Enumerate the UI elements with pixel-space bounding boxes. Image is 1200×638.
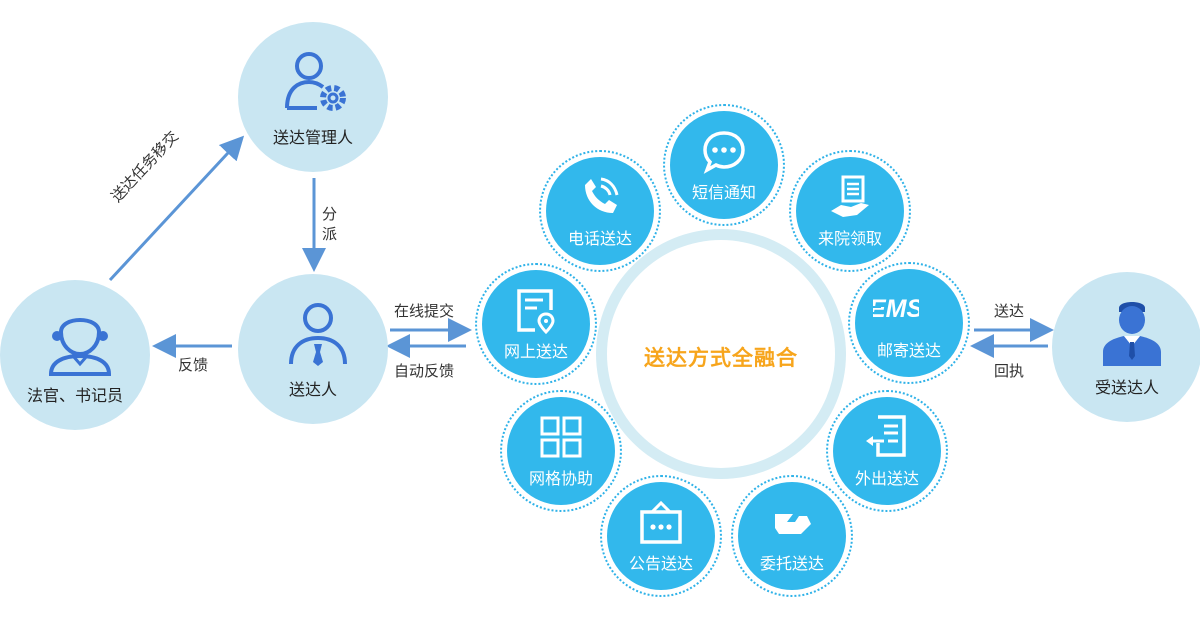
- grid-icon: [540, 416, 582, 458]
- user-gear-icon: [285, 52, 346, 111]
- method-field-label: 外出送达: [854, 469, 919, 488]
- edge-label-receipt: 回执: [994, 362, 1025, 380]
- role-recipient: 受送达人: [1052, 272, 1200, 422]
- role-manager: 送达管理人: [238, 22, 388, 172]
- edge-label-online-submit: 在线提交: [394, 302, 455, 320]
- edge-label-feedback: 反馈: [178, 356, 209, 374]
- method-commission-label: 委托送达: [759, 554, 824, 573]
- method-field: 外出送达: [826, 390, 948, 512]
- chat-bubble-icon: [703, 131, 745, 174]
- judge-icon: [48, 318, 112, 376]
- edge-label-auto-feedback: 自动反馈: [394, 362, 455, 380]
- method-post: EMS 邮寄送达: [848, 262, 970, 384]
- notice-board-icon: [640, 500, 682, 544]
- method-sms: 短信通知: [663, 104, 785, 226]
- method-phone: 电话送达: [539, 150, 661, 272]
- method-pickup-label: 来院领取: [817, 229, 882, 248]
- role-server-label: 送达人: [288, 380, 337, 399]
- role-server: 送达人: [238, 274, 388, 424]
- edge-label-dispatch: 分派: [322, 205, 338, 243]
- ems-logo-icon: EMS: [873, 295, 919, 323]
- method-grid-label: 网格协助: [528, 469, 593, 488]
- role-judge-label: 法官、书记员: [26, 386, 123, 405]
- method-online: 网上送达: [475, 263, 597, 385]
- phone-icon: [585, 177, 619, 213]
- businessman-icon: [1103, 302, 1161, 366]
- role-judge: 法官、书记员: [0, 280, 150, 430]
- method-pickup: 来院领取: [789, 150, 911, 272]
- edge-label-deliver: 送达: [994, 302, 1025, 320]
- role-manager-label: 送达管理人: [272, 128, 353, 147]
- method-notice: 公告送达: [600, 475, 722, 597]
- method-online-label: 网上送达: [503, 342, 568, 361]
- online-document-icon: [517, 289, 555, 334]
- method-phone-label: 电话送达: [567, 229, 632, 248]
- method-commission: 委托送达: [731, 475, 853, 597]
- hub-circle: 送达方式全融合: [596, 229, 846, 479]
- role-recipient-label: 受送达人: [1094, 378, 1159, 397]
- method-sms-label: 短信通知: [691, 183, 756, 202]
- method-post-label: 邮寄送达: [876, 341, 941, 360]
- document-out-icon: [866, 415, 906, 457]
- hub-label: 送达方式全融合: [644, 346, 798, 370]
- method-grid: 网格协助: [500, 390, 622, 512]
- handshake-icon: [775, 514, 811, 534]
- hand-document-icon: [831, 175, 869, 217]
- user-tie-icon: [289, 303, 347, 366]
- method-notice-label: 公告送达: [628, 554, 693, 573]
- hub-core: [607, 240, 835, 468]
- arrow-judge-to-manager: [108, 135, 245, 282]
- svg-text:EMS: EMS: [873, 295, 919, 323]
